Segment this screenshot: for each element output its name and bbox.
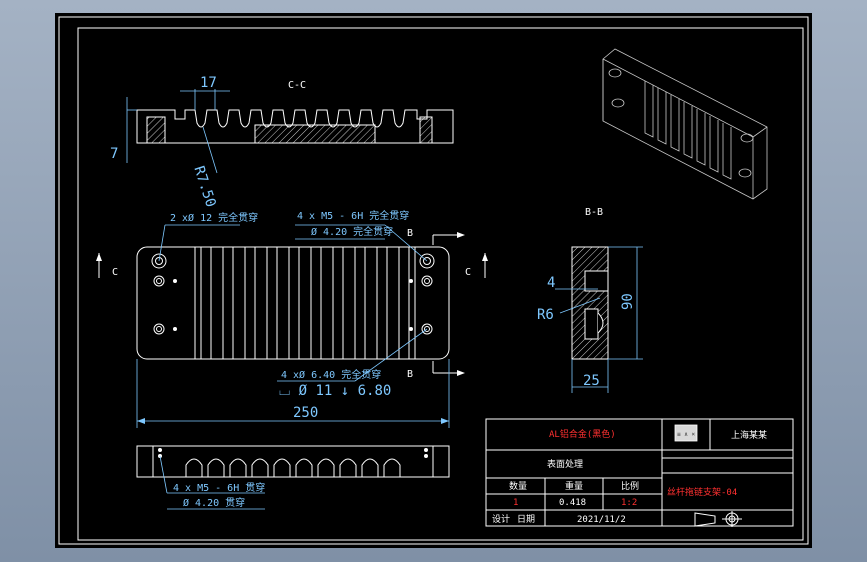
company-logo	[674, 424, 698, 442]
part-name: 丝杆拖链支架-04	[667, 486, 737, 498]
date-value: 2021/11/2	[577, 515, 626, 525]
dim-90: 90	[620, 293, 636, 310]
cut-b-top: B	[407, 228, 413, 239]
cut-markers-c: C C	[96, 253, 488, 278]
holes	[151, 253, 435, 335]
top-outline	[136, 246, 450, 360]
cc-hatch-left	[146, 116, 166, 144]
dim-4: 4	[547, 275, 555, 291]
cc-hatch-right	[419, 116, 433, 144]
iso-fins	[644, 81, 732, 180]
drawing-sheet: C-C 17 7 R7.50	[55, 13, 812, 548]
inner-border	[77, 27, 804, 541]
weight-value: 0.418	[559, 498, 586, 508]
note-12-hole: 2 xØ 12 完全贯穿	[170, 211, 258, 224]
dim-25: 25	[583, 373, 600, 389]
slots	[194, 246, 416, 360]
dim-17: 17	[200, 75, 217, 91]
isometric-view	[602, 48, 768, 200]
cc-title: C-C	[288, 80, 306, 91]
front-view: 4 x M5 - 6H 贯穿 Ø 4.20 贯穿	[136, 445, 450, 510]
company-name: 上海某某	[731, 429, 767, 441]
scale-value: 1:2	[621, 498, 637, 508]
dim-r750: R7.50	[190, 164, 218, 209]
qty-label: 数量	[509, 480, 527, 492]
date-label: 日期	[517, 514, 535, 525]
note-m5-front-a: 4 x M5 - 6H 贯穿	[173, 481, 265, 494]
qty-value: 1	[513, 498, 518, 508]
designer-label: 设计	[492, 513, 510, 525]
cc-hatch-mid	[254, 124, 376, 144]
weight-label: 重量	[565, 480, 583, 492]
section-view-bb: B-B 90 25 4 R6	[537, 207, 643, 393]
projection-symbol-icon	[694, 511, 742, 527]
note-m5-top-a: 4 x M5 - 6H 完全贯穿	[297, 209, 409, 222]
cut-markers-b: B B	[407, 228, 465, 380]
note-m5-top-b: Ø 4.20 完全贯穿	[311, 225, 393, 238]
note-640-a: 4 xØ 6.40 完全贯穿	[281, 368, 381, 381]
company-logo-text: ≡ ∧ ×	[677, 431, 695, 438]
material: AL铝合金(黑色)	[549, 428, 616, 440]
surface-treatment: 表面处理	[547, 458, 583, 470]
cut-b-bottom: B	[407, 369, 413, 380]
outer-border	[58, 16, 809, 545]
scale-label: 比例	[621, 480, 639, 492]
cut-c-right: C	[465, 267, 471, 278]
dim-7: 7	[110, 146, 118, 162]
cc-outline	[136, 109, 454, 144]
cad-drawing: C-C 17 7 R7.50	[58, 16, 809, 545]
note-640-b: ⌴ Ø 11 ↓ 6.80	[279, 383, 391, 399]
note-m5-front-b: Ø 4.20 贯穿	[183, 496, 245, 509]
top-view: C C B B 2 xØ 12 完全贯穿 4 x M5 - 6H 完全贯穿 Ø	[96, 209, 488, 428]
bb-title: B-B	[585, 207, 603, 218]
front-outline	[136, 445, 450, 478]
bb-section	[571, 246, 609, 360]
section-view-cc: C-C 17 7 R7.50	[110, 75, 454, 209]
cut-c-left: C	[112, 267, 118, 278]
dim-250: 250	[293, 405, 318, 421]
title-block: AL铝合金(黑色) 表面处理 数量 重量 比例 1 0.418 1:2 丝杆拖链…	[485, 418, 794, 527]
hole-notes: 2 xØ 12 完全贯穿 4 x M5 - 6H 完全贯穿 Ø 4.20 完全贯…	[158, 209, 428, 399]
dim-r6: R6	[537, 307, 554, 323]
front-grooves	[185, 458, 401, 477]
